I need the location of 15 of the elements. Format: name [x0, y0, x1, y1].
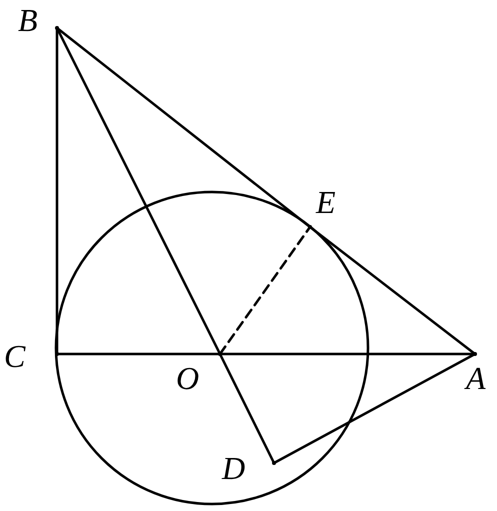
vertex-point [55, 26, 59, 30]
vertex-point [473, 352, 477, 356]
point-label: E [316, 186, 336, 218]
point-label: C [4, 340, 26, 372]
vertex-point [308, 225, 312, 229]
point-label: D [222, 452, 246, 484]
vertex-point [272, 461, 276, 465]
line-segment [272, 352, 476, 464]
dashed-line [218, 226, 312, 356]
vertex-point [55, 352, 59, 356]
point-label: A [466, 362, 486, 394]
line-segment [218, 352, 276, 464]
point-label: B [18, 4, 38, 36]
point-label: O [176, 362, 200, 394]
line-segment [308, 226, 476, 356]
